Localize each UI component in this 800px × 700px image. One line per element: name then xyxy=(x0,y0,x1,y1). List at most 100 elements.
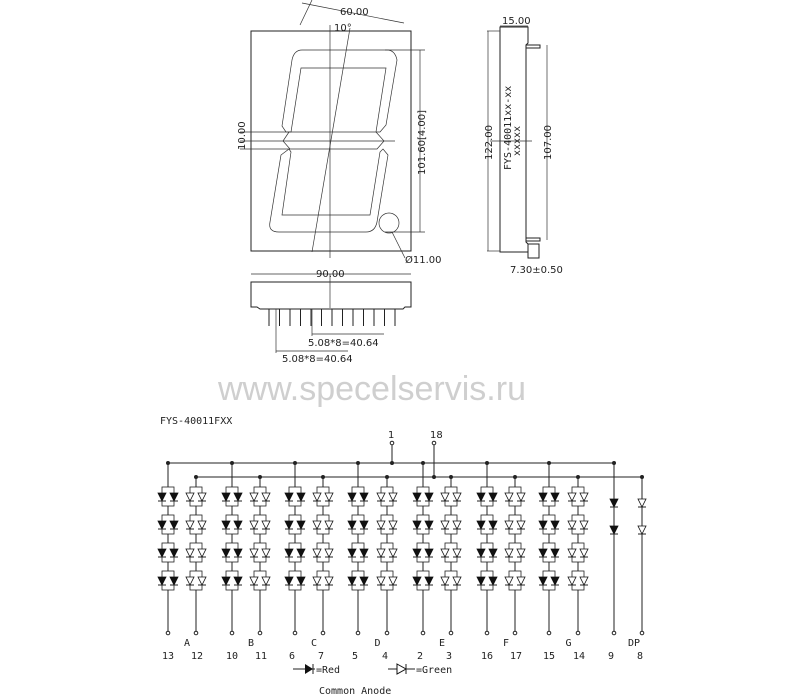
red-led-icon xyxy=(359,520,369,530)
red-led-icon xyxy=(296,576,306,586)
watermark: www.specelservis.ru xyxy=(217,370,526,408)
side-pin-bottom xyxy=(525,237,541,242)
dim-line xyxy=(299,0,313,26)
red-pin-number: 15 xyxy=(543,651,555,662)
red-led-icon xyxy=(233,576,243,586)
pin-terminal xyxy=(384,630,390,636)
green-led-icon xyxy=(376,520,386,530)
segment-label: B xyxy=(248,638,254,649)
green-led-icon xyxy=(197,548,207,558)
legend-red: =Red xyxy=(316,665,340,676)
red-led-icon xyxy=(359,492,369,502)
red-pin-number: 5 xyxy=(352,651,358,662)
red-led-icon xyxy=(233,548,243,558)
red-led-icon xyxy=(359,576,369,586)
green-led-icon xyxy=(440,548,450,558)
green-led-icon xyxy=(376,548,386,558)
red-led-icon xyxy=(284,576,294,586)
pin-terminal xyxy=(546,630,552,636)
green-led-icon xyxy=(376,492,386,502)
red-led-icon xyxy=(221,548,231,558)
red-led-icon xyxy=(157,520,167,530)
side-body xyxy=(499,26,529,253)
bottom-body xyxy=(250,281,412,310)
segment-label: G xyxy=(566,638,572,649)
junction-dot xyxy=(390,461,394,465)
green-led-icon xyxy=(440,576,450,586)
red-led-icon xyxy=(221,576,231,586)
legend-green: =Green xyxy=(416,665,452,676)
green-pin-number: 11 xyxy=(255,651,267,662)
red-led-icon xyxy=(412,576,422,586)
segment-label: A xyxy=(184,638,190,649)
green-led-icon xyxy=(197,492,207,502)
red-led-icon xyxy=(476,576,486,586)
red-led-icon xyxy=(157,548,167,558)
dim-pin-length: 7.30±0.50 xyxy=(510,265,563,276)
red-led-icon xyxy=(550,492,560,502)
green-pin-number: 3 xyxy=(446,651,452,662)
red-led-icon xyxy=(538,576,548,586)
red-pin-number: 16 xyxy=(481,651,493,662)
green-led-icon xyxy=(388,492,398,502)
green-led-icon xyxy=(249,492,259,502)
green-led-icon xyxy=(516,520,526,530)
side-pin-stub xyxy=(527,243,540,259)
dim-segment: 10.00 xyxy=(237,121,248,150)
pin-terminal xyxy=(639,630,645,636)
segment-label: DP xyxy=(628,638,640,649)
marking-code: xxxxx xyxy=(512,126,523,156)
red-led-icon xyxy=(284,548,294,558)
green-led-icon xyxy=(249,548,259,558)
segment-outlines xyxy=(269,49,400,234)
red-led-icon xyxy=(550,548,560,558)
green-led-icon xyxy=(312,520,322,530)
green-led-icon xyxy=(579,576,589,586)
config-label: Common Anode xyxy=(319,686,391,697)
red-led-icon xyxy=(169,520,179,530)
red-led-icon xyxy=(550,576,560,586)
segment-label: C xyxy=(311,638,317,649)
bottom-view: 90.00 5.08*8=40.64 5.08*8=40.64 xyxy=(250,269,412,365)
green-led-icon xyxy=(396,663,408,675)
red-led-icon xyxy=(476,520,486,530)
green-led-icon xyxy=(452,576,462,586)
red-led-icon xyxy=(284,520,294,530)
dim-height: 101.60[4.00] xyxy=(417,110,428,175)
red-led-icon xyxy=(488,548,498,558)
dim-depth: 15.00 xyxy=(502,16,531,27)
green-led-icon xyxy=(637,525,647,535)
dim-dp: Ø11.00 xyxy=(405,254,442,266)
dim-width: 60.00 xyxy=(340,7,369,18)
junction-dot xyxy=(432,475,436,479)
pin-terminal xyxy=(611,630,617,636)
green-led-icon xyxy=(504,548,514,558)
pin-terminal xyxy=(431,440,437,446)
green-led-icon xyxy=(249,576,259,586)
part-marking: FYS-40011xx-xx xyxy=(503,86,514,170)
red-led-icon xyxy=(609,525,619,535)
green-led-icon xyxy=(185,492,195,502)
green-led-icon xyxy=(579,520,589,530)
pin-terminal xyxy=(448,630,454,636)
green-led-icon xyxy=(261,492,271,502)
red-pin-number: 6 xyxy=(289,651,295,662)
red-led-icon xyxy=(296,492,306,502)
pin-terminal xyxy=(292,630,298,636)
red-led-icon xyxy=(157,492,167,502)
dim-line xyxy=(301,2,405,24)
green-led-icon xyxy=(516,548,526,558)
red-led-icon xyxy=(284,492,294,502)
green-led-icon xyxy=(185,520,195,530)
green-pin-number: 14 xyxy=(573,651,585,662)
red-led-icon xyxy=(347,520,357,530)
segment-c-d-e xyxy=(269,148,389,233)
red-led-icon xyxy=(412,492,422,502)
pin-terminal xyxy=(320,630,326,636)
green-led-icon xyxy=(376,576,386,586)
green-led-icon xyxy=(197,520,207,530)
part-number: FYS-40011FXX xyxy=(160,416,232,427)
red-pin-number: 2 xyxy=(417,651,423,662)
red-led-icon xyxy=(296,548,306,558)
